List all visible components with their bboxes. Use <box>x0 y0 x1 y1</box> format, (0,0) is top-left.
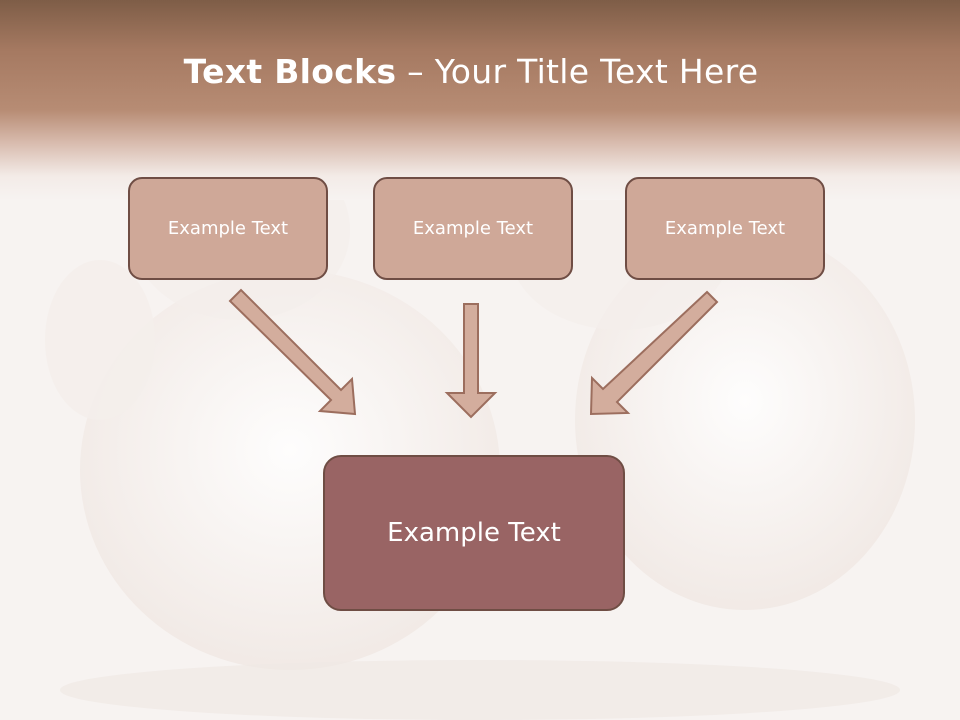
text-block-1-label: Example Text <box>167 218 289 239</box>
text-block-3-label: Example Text <box>664 218 786 239</box>
text-block-2-label: Example Text <box>412 218 534 239</box>
arrow-down-left-icon <box>589 290 719 416</box>
main-text-block-label: Example Text <box>387 518 561 548</box>
main-text-block[interactable]: Example Text <box>323 455 625 611</box>
header-band <box>0 0 960 200</box>
arrow-down-right-icon <box>228 288 357 416</box>
title-bold: Text Blocks <box>183 52 397 91</box>
arrow-down-icon <box>444 303 498 419</box>
title-separator: – <box>396 52 435 91</box>
text-block-2[interactable]: Example Text <box>373 177 573 280</box>
text-block-3[interactable]: Example Text <box>625 177 825 280</box>
title-rest: Your Title Text Here <box>434 52 759 91</box>
text-block-1[interactable]: Example Text <box>128 177 328 280</box>
slide-title: Text Blocks – Your Title Text Here <box>0 52 942 91</box>
